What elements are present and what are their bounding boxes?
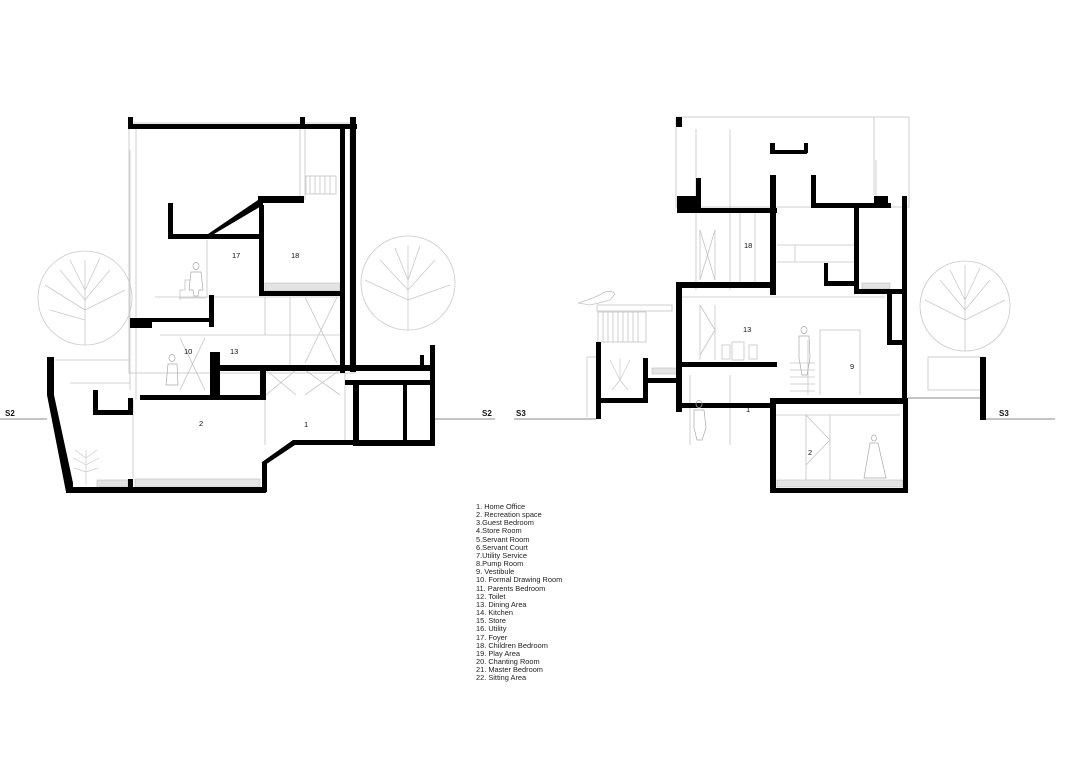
- section-marker-s2-right: S2: [482, 409, 492, 418]
- room-label: 17: [232, 251, 240, 260]
- legend-item: 4.Store Room: [476, 526, 522, 536]
- s2-walls: [47, 117, 435, 493]
- plant-icon: [609, 358, 631, 391]
- room-label: 9: [850, 362, 854, 371]
- room-label: 13: [743, 325, 751, 334]
- legend-item: 9. Vestibule: [476, 567, 515, 577]
- room-label: 18: [744, 241, 752, 250]
- section-marker-s3-left: S3: [516, 409, 526, 418]
- legend-item: 11. Parents Bedroom: [476, 583, 546, 593]
- section-marker-s3-right: S3: [999, 409, 1009, 418]
- section-marker-s2-left: S2: [5, 409, 15, 418]
- room-label: 13: [230, 347, 238, 356]
- legend-item: 3.Guest Bedroom: [476, 518, 534, 528]
- legend-item: 17. Foyer: [476, 632, 508, 642]
- human-figure-icon: [165, 262, 204, 386]
- legend-item: 12. Toilet: [476, 591, 506, 601]
- s3-walls: [596, 117, 986, 493]
- legend-item: 20. Chanting Room: [476, 656, 540, 666]
- room-label: 2: [808, 448, 812, 457]
- tree-icon: [360, 235, 456, 331]
- legend-item: 5.Servant Room: [476, 534, 530, 544]
- legend-item: 8.Pump Room: [476, 559, 524, 569]
- legend-item: 7.Utility Service: [476, 550, 527, 560]
- room-label: 2: [199, 419, 203, 428]
- legend-item: 14. Kitchen: [476, 608, 513, 618]
- s3-ground-line: [514, 397, 1055, 420]
- legend-item: 10. Formal Drawing Room: [476, 575, 563, 585]
- legend-item: 6.Servant Court: [476, 542, 528, 552]
- legend-item: 19. Play Area: [476, 648, 520, 658]
- section-s2: 17 18 10 13 2 1 S2 S2: [0, 117, 495, 493]
- legend-item: 16. Utility: [476, 624, 507, 634]
- human-figure-icon: [693, 326, 887, 479]
- section-s3: 18 13 9 1 2 S3 S3: [514, 116, 1055, 493]
- room-label: 10: [184, 347, 192, 356]
- legend-item: 21. Master Bedroom: [476, 665, 543, 675]
- s2-room-labels: 17 18 10 13 2 1: [184, 251, 308, 429]
- legend-item: 15. Store: [476, 616, 506, 626]
- room-label: 18: [291, 251, 299, 260]
- tree-icon: [919, 260, 1011, 352]
- room-label: 1: [304, 420, 308, 429]
- room-legend: 1. Home Office 2. Recreation space 3.Gue…: [476, 502, 563, 683]
- legend-item: 2. Recreation space: [476, 510, 542, 520]
- s2-elevation-lines: [55, 122, 356, 478]
- legend-item: 13. Dining Area: [476, 599, 527, 609]
- s3-room-labels: 18 13 9 1 2: [743, 241, 854, 457]
- shrub-icon: [72, 449, 100, 485]
- legend-item: 1. Home Office: [476, 502, 526, 511]
- room-label: 1: [746, 405, 750, 414]
- legend-item: 22. Sitting Area: [476, 673, 527, 683]
- s3-elevation-lines: [577, 116, 984, 480]
- tree-icon: [37, 250, 133, 346]
- legend-item: 18. Children Bedroom: [476, 640, 548, 650]
